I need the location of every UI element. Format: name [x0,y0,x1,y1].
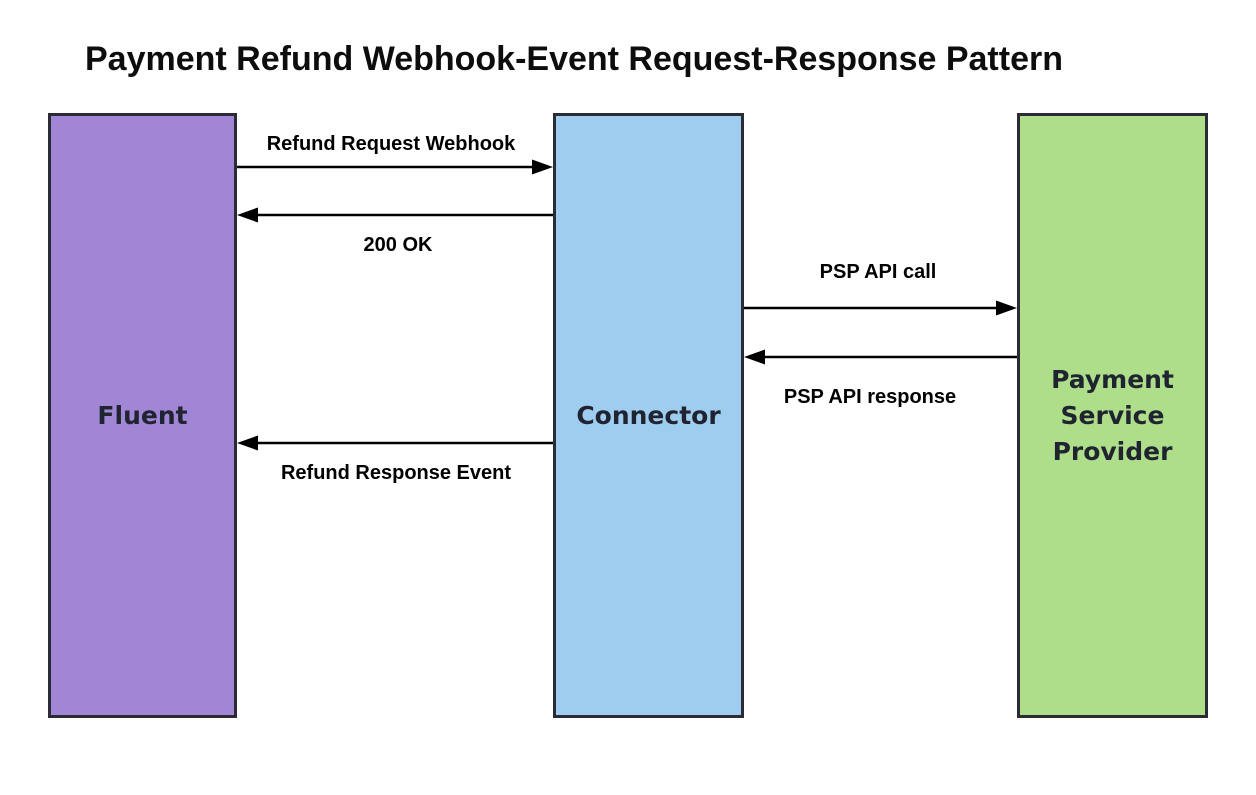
psp-api-call-label: PSP API call [819,261,937,283]
refund-request-webhook-label: Refund Request Webhook [266,133,516,155]
node-payment-service-provider-label: Payment Service Provider [1051,364,1174,466]
node-fluent: Fluent [48,113,237,718]
node-payment-service-provider: Payment Service Provider [1017,113,1208,718]
psp-api-response-label: PSP API response [783,386,957,408]
diagram-title: Payment Refund Webhook-Event Request-Res… [85,40,1063,78]
refund-request-webhook-arrow [237,159,553,175]
ok-200-arrow [237,207,553,223]
ok-200-label: 200 OK [363,234,433,256]
node-connector-label: Connector [576,400,721,430]
refund-response-event-label: Refund Response Event [280,462,512,484]
psp-api-response-arrow [744,349,1017,365]
node-connector: Connector [553,113,744,718]
refund-response-event-arrow [237,435,553,451]
psp-api-call-arrow [744,300,1017,316]
node-fluent-label: Fluent [97,400,188,430]
